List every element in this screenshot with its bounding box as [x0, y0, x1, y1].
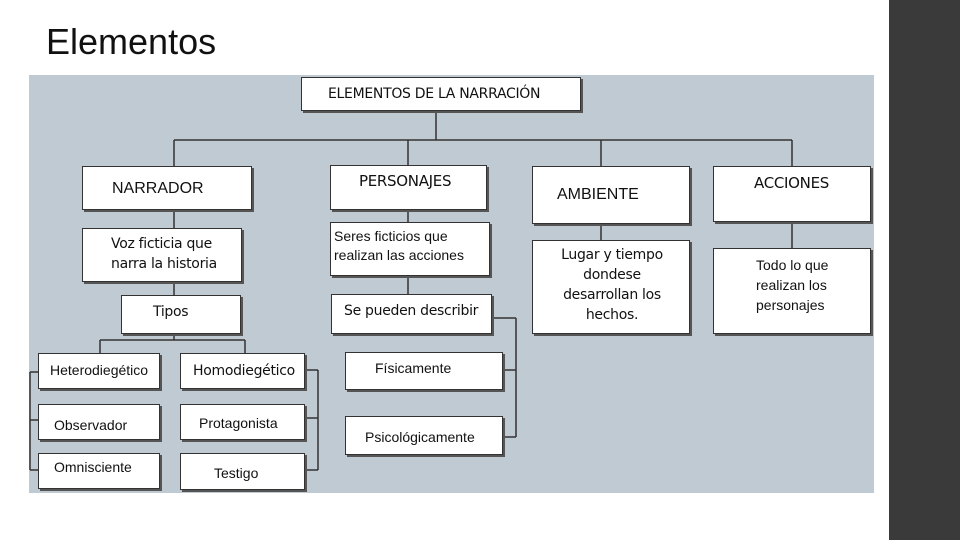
way-fisicamente-label: Físicamente [375, 360, 452, 376]
type-homodiegetico-label: Homodiegético [193, 363, 295, 379]
type-homodiegetico: Homodiegético [180, 353, 305, 389]
ambiente-box: AMBIENTE [532, 166, 690, 224]
type-observador-label: Observador [54, 417, 128, 433]
type-omnisciente: Omnisciente [38, 453, 160, 489]
slide-title: Elementos [46, 21, 217, 62]
narrador-box: NARRADOR [82, 166, 252, 210]
describir-label: Se pueden describir [344, 303, 479, 319]
type-omnisciente-label: Omnisciente [54, 459, 132, 475]
type-observador: Observador [38, 404, 160, 440]
acciones-description: Todo lo que realizan los personajes [756, 257, 829, 313]
personajes-description: Seres ficticios que realizan las accione… [334, 228, 464, 263]
type-protagonista-label: Protagonista [199, 415, 278, 431]
type-heterodiegetico-label: Heterodiegético [50, 362, 149, 378]
tipos-box: Tipos [121, 295, 241, 334]
type-heterodiegetico: Heterodiegético [38, 353, 160, 389]
personajes-label: PERSONAJES [359, 172, 452, 190]
personajes-box: PERSONAJES [330, 165, 487, 210]
root-box: ELEMENTOS DE LA NARRACIÓN [301, 77, 581, 111]
way-psicologicamente: Psicológicamente [345, 416, 503, 455]
acciones-description-box: Todo lo que realizan los personajes [713, 248, 871, 334]
describir-box: Se pueden describir [331, 294, 492, 334]
narrador-description: Voz ficticia que narra la historia [111, 236, 217, 272]
personajes-description-box: Seres ficticios que realizan las accione… [330, 222, 490, 276]
ambiente-label: AMBIENTE [557, 186, 639, 203]
narrador-label: NARRADOR [112, 180, 204, 197]
type-testigo-label: Testigo [214, 465, 259, 481]
side-bar [889, 0, 960, 540]
narrador-description-box: Voz ficticia que narra la historia [82, 228, 242, 282]
way-fisicamente: Físicamente [345, 352, 503, 390]
acciones-box: ACCIONES [713, 166, 871, 222]
tipos-label: Tipos [153, 304, 189, 320]
ambiente-description-box: Lugar y tiempo dondese desarrollan los h… [532, 240, 690, 334]
type-protagonista: Protagonista [180, 404, 305, 440]
ambiente-description: Lugar y tiempo dondese desarrollan los h… [561, 247, 663, 323]
root-label: ELEMENTOS DE LA NARRACIÓN [328, 86, 541, 102]
way-psicologicamente-label: Psicológicamente [365, 429, 475, 445]
type-testigo: Testigo [180, 453, 305, 490]
acciones-label: ACCIONES [754, 174, 829, 192]
